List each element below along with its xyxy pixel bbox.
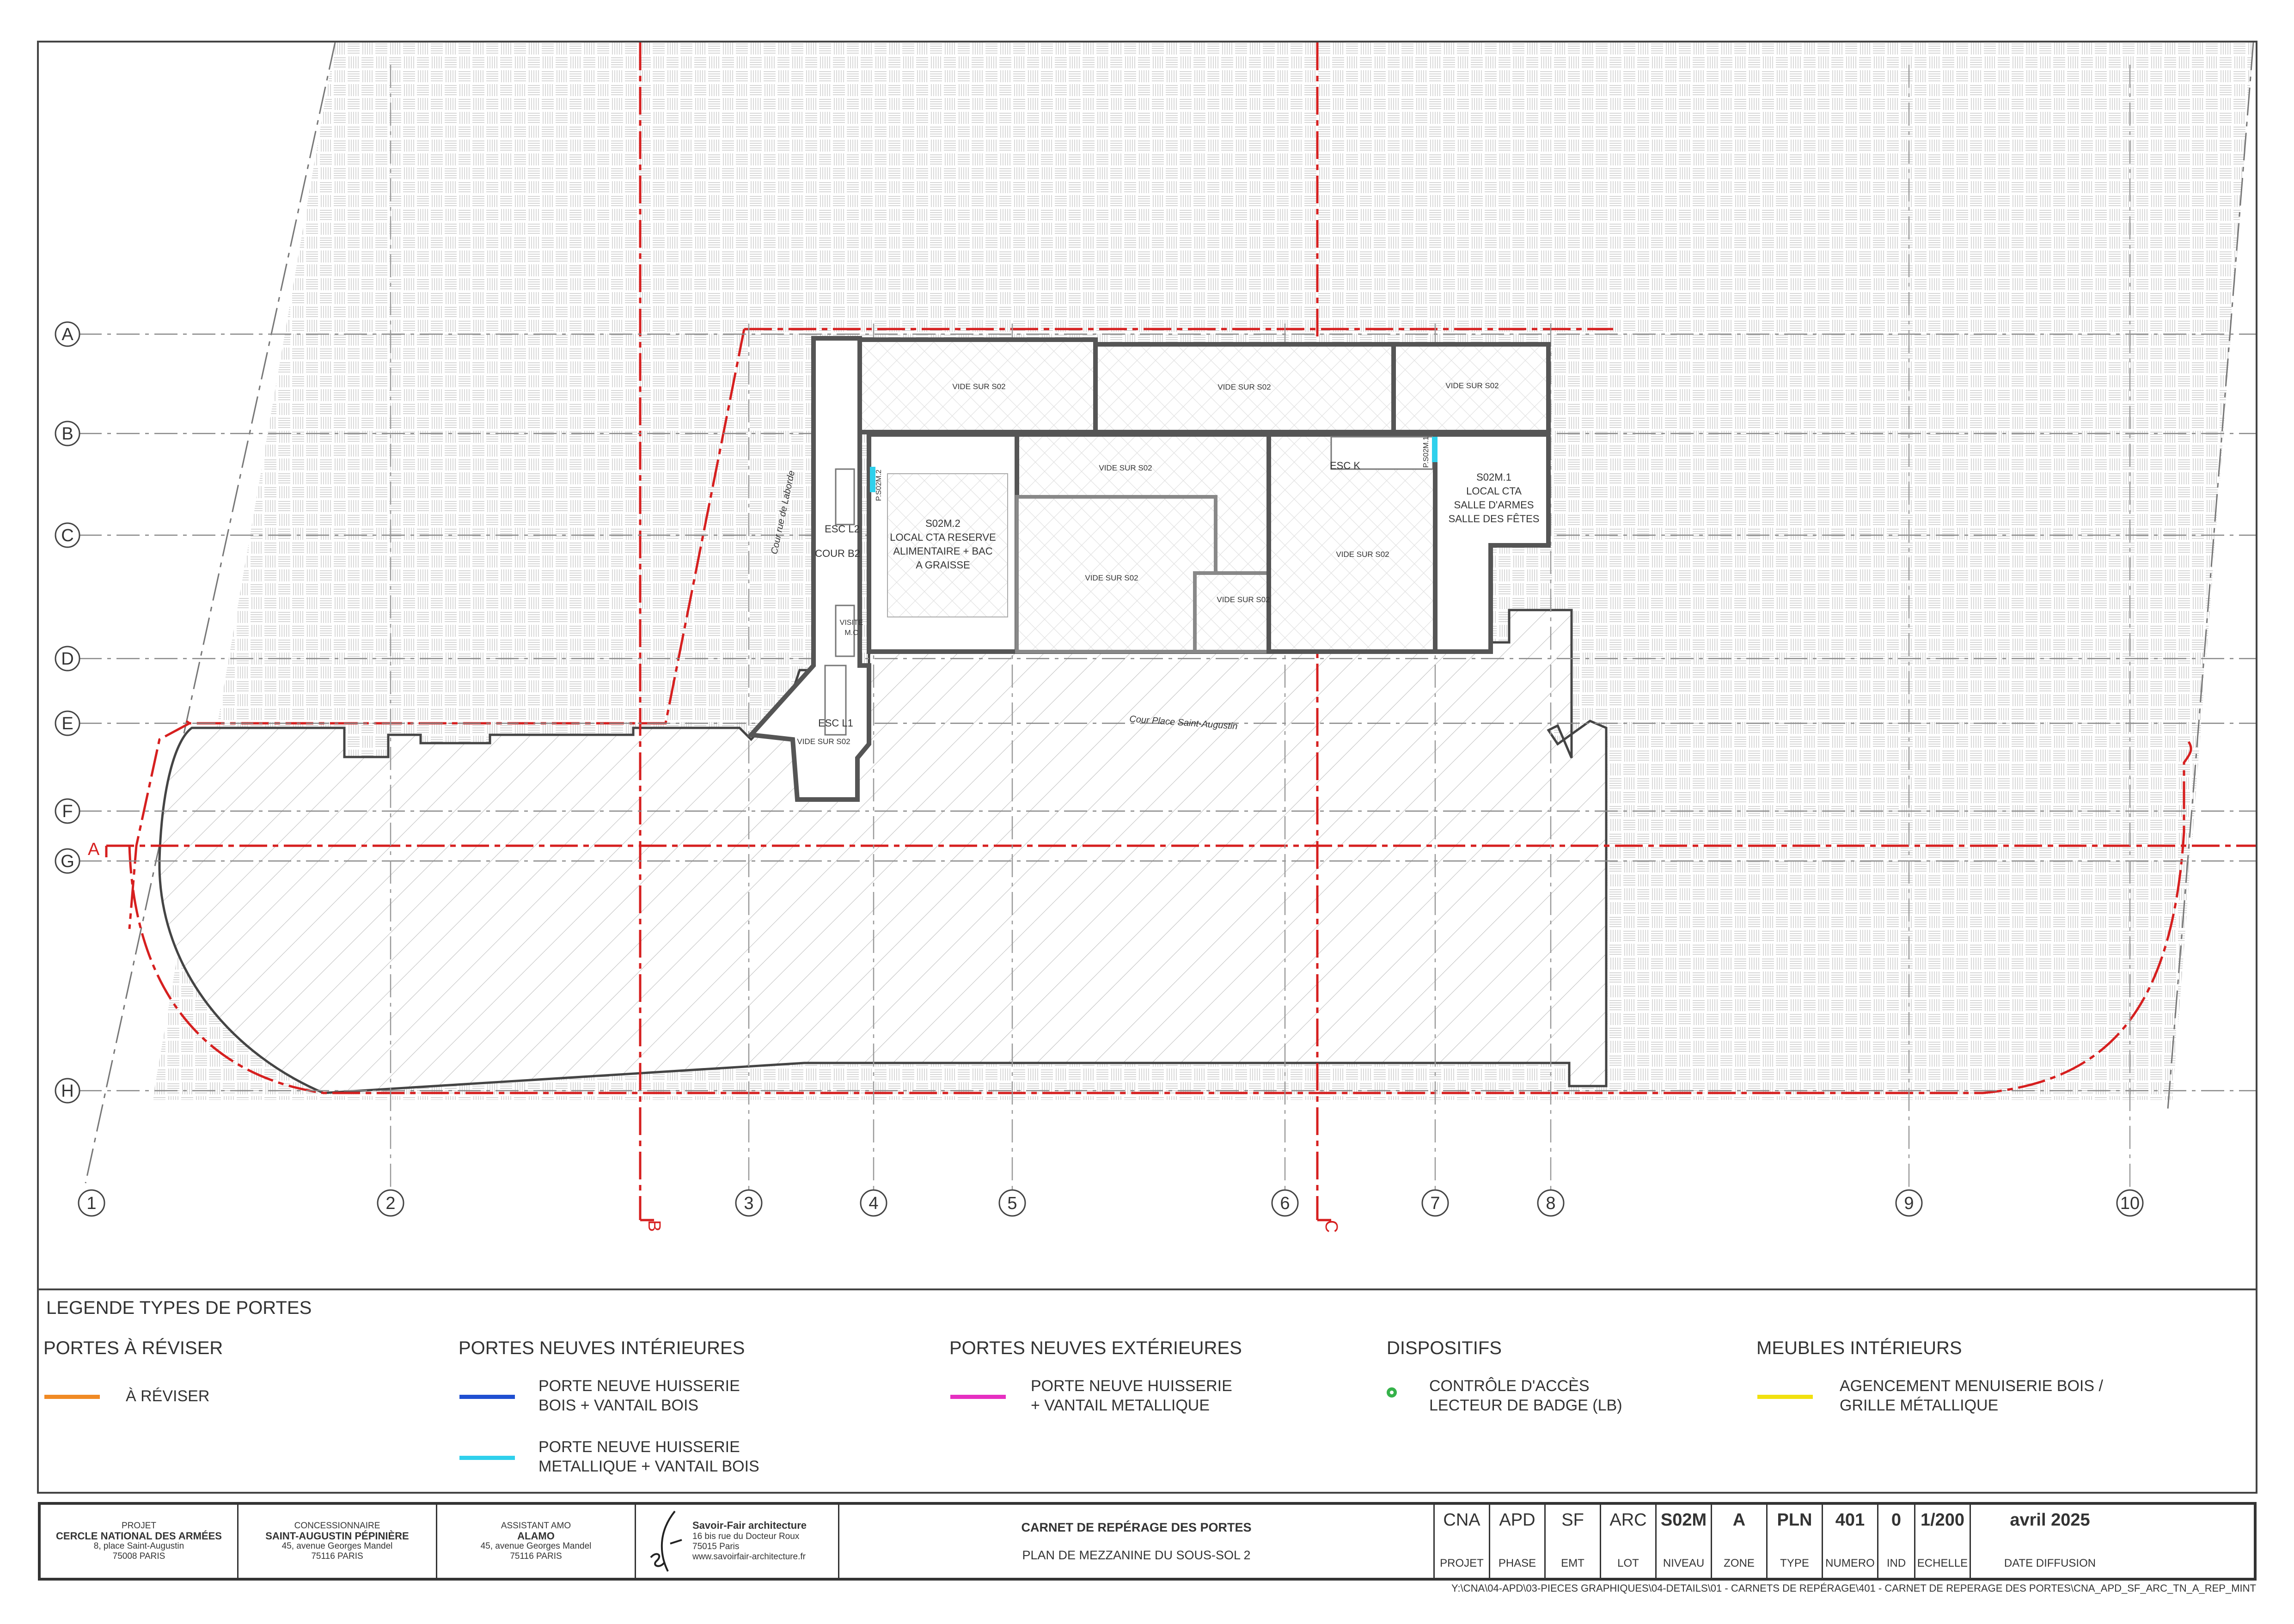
- visit-label-mc: M.C: [844, 629, 858, 637]
- void-label-2: VIDE SUR S02: [1217, 383, 1271, 391]
- legend-heading-furniture: MEUBLES INTÉRIEURS: [1756, 1338, 1962, 1358]
- savoir-fair-logo: [650, 1510, 682, 1572]
- void-label-1: VIDE SUR S02: [952, 382, 1005, 391]
- legend-title: LEGENDE TYPES DE PORTES: [46, 1298, 312, 1318]
- room-name-s02m2-3: A GRAISSE: [916, 559, 970, 571]
- legend-item-review: À RÉVISER: [126, 1387, 210, 1405]
- legend-swatch-furniture: [1757, 1395, 1813, 1399]
- room-code-s02m2: S02M.2: [925, 518, 960, 529]
- courtyard-b2: COUR B2: [815, 548, 860, 559]
- door-s02m1-marker: [1432, 437, 1438, 462]
- col-axis-6: 6: [1280, 1194, 1290, 1213]
- stair-esc-l2: ESC L2: [825, 523, 860, 535]
- row-axis-b: B: [61, 424, 73, 444]
- legend-heading-devices: DISPOSITIFS: [1387, 1338, 1502, 1358]
- file-path: Y:\CNA\04-APD\03-PIECES GRAPHIQUES\04-DE…: [1451, 1582, 2256, 1594]
- col-axis-9: 9: [1904, 1194, 1914, 1213]
- tb-concessionnaire: CONCESSIONNAIRE SAINT-AUGUSTIN PÉPINIÈRE…: [239, 1505, 437, 1578]
- void-label-8: VIDE SUR S02: [797, 737, 850, 746]
- row-grid: [79, 333, 2256, 1092]
- room-name-s02m1-1: LOCAL CTA: [1466, 485, 1522, 497]
- col-axis-8: 8: [1546, 1194, 1555, 1213]
- title-block: PROJET CERCLE NATIONAL DES ARMÉES 8, pla…: [38, 1502, 2257, 1581]
- col-axis-1: 1: [86, 1194, 96, 1213]
- visit-label: VISITE: [840, 619, 863, 627]
- legend-item-exterior: PORTE NEUVE HUISSERIE+ VANTAIL METALLIQU…: [1031, 1377, 1232, 1414]
- row-axis-e: E: [61, 714, 73, 733]
- legend-heading-review: PORTES À RÉVISER: [43, 1338, 223, 1358]
- tb-architect: Savoir-Fair architecture 16 bis rue du D…: [636, 1505, 839, 1578]
- section-mark-a: A: [88, 840, 100, 859]
- col-axis-7: 7: [1430, 1194, 1440, 1213]
- row-axis-f: F: [62, 802, 73, 821]
- legend-swatch-review: [44, 1395, 100, 1399]
- badge-reader-icon: [1387, 1387, 1397, 1398]
- door-tag-s02m1: P.S02M.1: [1422, 436, 1430, 468]
- mezzanine-rooms: [746, 336, 1551, 802]
- legend-heading-interior: PORTES NEUVES INTÉRIEURES: [459, 1338, 745, 1358]
- row-axis-g: G: [61, 852, 74, 871]
- room-name-s02m1-2: SALLE D'ARMES: [1454, 499, 1534, 511]
- room-name-s02m2-2: ALIMENTAIRE + BAC: [893, 545, 992, 557]
- door-s02m2-marker: [870, 467, 875, 492]
- tb-amo: ASSISTANT AMO ALAMO 45, avenue Georges M…: [437, 1505, 636, 1578]
- void-label-6: VIDE SUR S02: [1217, 595, 1270, 604]
- void-label-4: VIDE SUR S02: [1099, 464, 1152, 472]
- col-axis-4: 4: [869, 1194, 878, 1213]
- tb-sheet-title: CARNET DE REPÉRAGE DES PORTES PLAN DE ME…: [839, 1505, 1435, 1578]
- room-code-s02m1: S02M.1: [1476, 471, 1511, 483]
- void-label-3: VIDE SUR S02: [1445, 381, 1499, 390]
- legend-swatch-wood-wood: [459, 1395, 515, 1399]
- room-name-s02m2-1: LOCAL CTA RESERVE: [890, 531, 996, 543]
- legend-item-furniture: AGENCEMENT MENUISERIE BOIS /GRILLE MÉTAL…: [1840, 1377, 2103, 1414]
- legend-swatch-metal-wood: [459, 1456, 515, 1460]
- legend-swatch-exterior: [950, 1395, 1006, 1399]
- tb-projet: PROJET CERCLE NATIONAL DES ARMÉES 8, pla…: [41, 1505, 239, 1578]
- column-axis-bubbles: 1 2 3 4 5 6 7 8 9 10: [78, 1189, 2144, 1217]
- legend-heading-exterior: PORTES NEUVES EXTÉRIEURES: [949, 1338, 1242, 1358]
- column-grid: [390, 65, 2131, 1190]
- room-labels: VIDE SUR S02 VIDE SUR S02 VIDE SUR S02 V…: [769, 381, 1539, 746]
- sheet-subtitle: PLAN DE MEZZANINE DU SOUS-SOL 2: [1022, 1548, 1251, 1562]
- door-type-legend: LEGENDE TYPES DE PORTES PORTES À RÉVISER…: [38, 1289, 2257, 1488]
- room-name-s02m1-3: SALLE DES FÊTES: [1449, 513, 1540, 525]
- row-axis-c: C: [61, 526, 73, 545]
- col-axis-10: 10: [2120, 1194, 2140, 1213]
- row-axis-h: H: [61, 1081, 73, 1101]
- section-mark-b: B: [644, 1220, 664, 1232]
- col-axis-5: 5: [1007, 1194, 1017, 1213]
- sheet-title: CARNET DE REPÉRAGE DES PORTES: [1021, 1520, 1252, 1534]
- col-axis-2: 2: [385, 1194, 395, 1213]
- row-axis-a: A: [61, 325, 73, 344]
- void-label-7: VIDE SUR S02: [1336, 550, 1389, 559]
- section-mark-c: C: [1321, 1220, 1341, 1233]
- row-axis-d: D: [61, 649, 73, 669]
- door-tag-s02m2: P.S02M.2: [875, 470, 883, 501]
- row-axis-bubbles: A B C D E F G H: [55, 321, 80, 1104]
- col-axis-3: 3: [744, 1194, 753, 1213]
- void-label-5: VIDE SUR S02: [1085, 574, 1138, 582]
- stair-esc-l1: ESC L1: [818, 717, 853, 729]
- stair-esc-k: ESC K: [1330, 460, 1360, 471]
